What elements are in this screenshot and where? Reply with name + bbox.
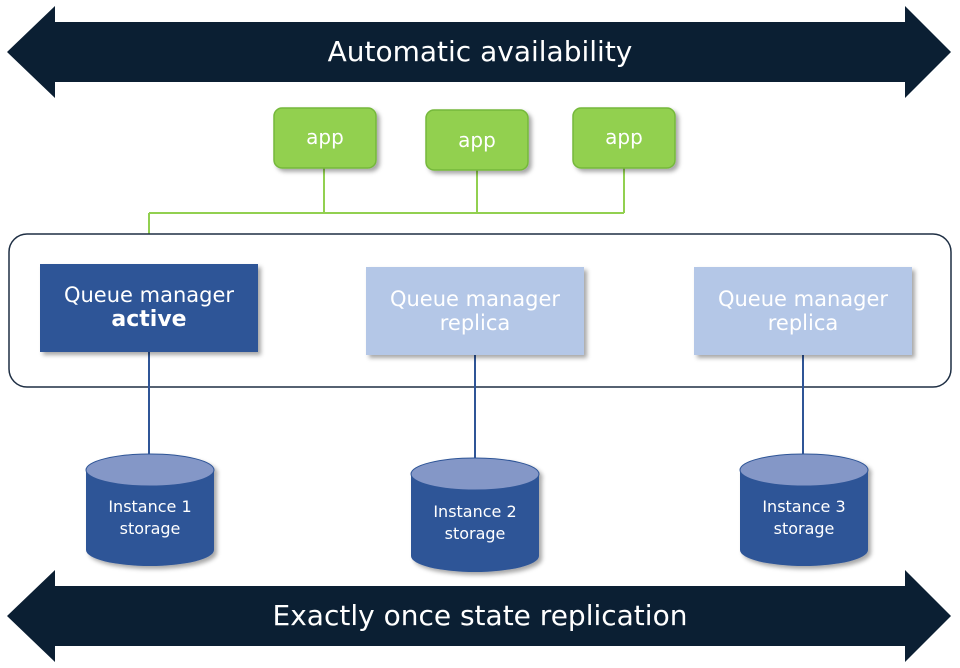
storage-cylinder-3 bbox=[739, 453, 869, 566]
app-label-1: app bbox=[306, 124, 344, 149]
storage-label-3: Instance 3 storage bbox=[740, 490, 868, 546]
storage-connector-lines bbox=[148, 352, 804, 462]
queue-manager-replica-box-2 bbox=[694, 267, 912, 355]
bottom-double-arrow bbox=[7, 570, 951, 662]
queue-manager-replica-state-2: replica bbox=[767, 311, 839, 335]
queue-manager-active-label: Queue manager active bbox=[40, 264, 258, 352]
storage-label-3-line1: Instance 3 bbox=[762, 497, 846, 517]
queue-manager-replica-title-2: Queue manager bbox=[717, 286, 889, 311]
queue-manager-replica-state-1: replica bbox=[439, 311, 511, 335]
storage-label-1: Instance 1 storage bbox=[86, 490, 214, 546]
storage-label-2: Instance 2 storage bbox=[411, 495, 539, 551]
app-box-1 bbox=[273, 107, 377, 169]
queue-manager-active-title: Queue manager bbox=[63, 283, 235, 308]
queue-manager-replica-label-2: Queue manager replica bbox=[694, 267, 912, 355]
top-arrow-label: Automatic availability bbox=[327, 34, 633, 68]
app-box-2 bbox=[425, 109, 529, 171]
bottom-arrow-label: Exactly once state replication bbox=[272, 598, 688, 632]
queue-manager-replica-title-1: Queue manager bbox=[389, 286, 561, 311]
app-label-2: app bbox=[458, 127, 496, 152]
storage-label-2-line2: storage bbox=[444, 524, 506, 543]
queue-manager-active-state: active bbox=[111, 307, 187, 333]
storage-label-2-line1: Instance 2 bbox=[433, 502, 517, 522]
top-double-arrow bbox=[7, 6, 951, 98]
storage-label-1-line2: storage bbox=[119, 519, 181, 538]
storage-cylinder-2 bbox=[410, 457, 540, 572]
queue-manager-replica-box-1 bbox=[366, 267, 584, 355]
queue-manager-replica-label-1: Queue manager replica bbox=[366, 267, 584, 355]
app-label-3: app bbox=[605, 124, 643, 149]
app-box-3 bbox=[572, 107, 676, 169]
storage-cylinder-1 bbox=[85, 453, 215, 566]
storage-label-3-line2: storage bbox=[773, 519, 835, 538]
queue-manager-active-box bbox=[40, 264, 258, 352]
storage-label-1-line1: Instance 1 bbox=[108, 497, 192, 517]
app-connector-lines bbox=[148, 168, 625, 264]
